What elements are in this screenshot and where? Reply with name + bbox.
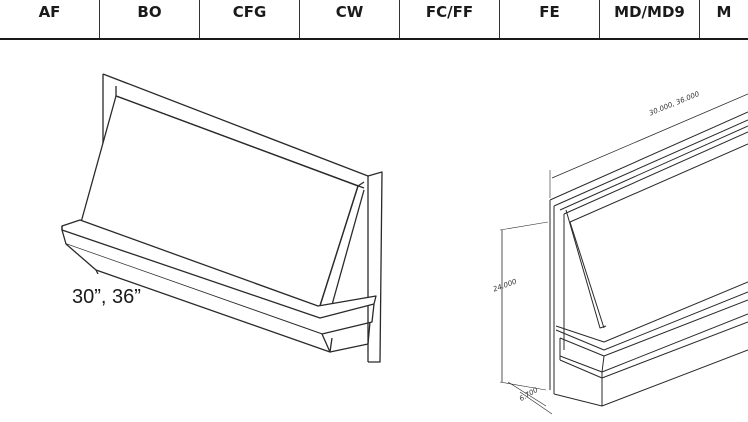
dimensioned-drawing xyxy=(499,93,748,415)
tab-fe[interactable]: FE xyxy=(500,0,600,38)
tab-m[interactable]: M xyxy=(700,0,748,38)
sizes-caption: 30”, 36” xyxy=(72,286,141,308)
tab-label: FE xyxy=(539,3,560,21)
tab-cfg[interactable]: CFG xyxy=(200,0,300,38)
tab-label: M xyxy=(716,3,732,21)
tab-bar: AF BO CFG CW FC/FF FE MD/MD9 M xyxy=(0,0,748,40)
tab-fc-ff[interactable]: FC/FF xyxy=(400,0,500,38)
tab-label: FC/FF xyxy=(425,3,474,21)
hood-product-illustration xyxy=(61,73,383,363)
tab-bo[interactable]: BO xyxy=(100,0,200,38)
tab-label: AF xyxy=(38,3,61,21)
tab-af[interactable]: AF xyxy=(0,0,100,38)
tab-cw[interactable]: CW xyxy=(300,0,400,38)
tab-label: BO xyxy=(137,3,162,21)
tab-md-md9[interactable]: MD/MD9 xyxy=(600,0,700,38)
tab-label: MD/MD9 xyxy=(614,3,685,21)
tab-label: CFG xyxy=(232,3,267,21)
tab-label: CW xyxy=(335,3,364,21)
